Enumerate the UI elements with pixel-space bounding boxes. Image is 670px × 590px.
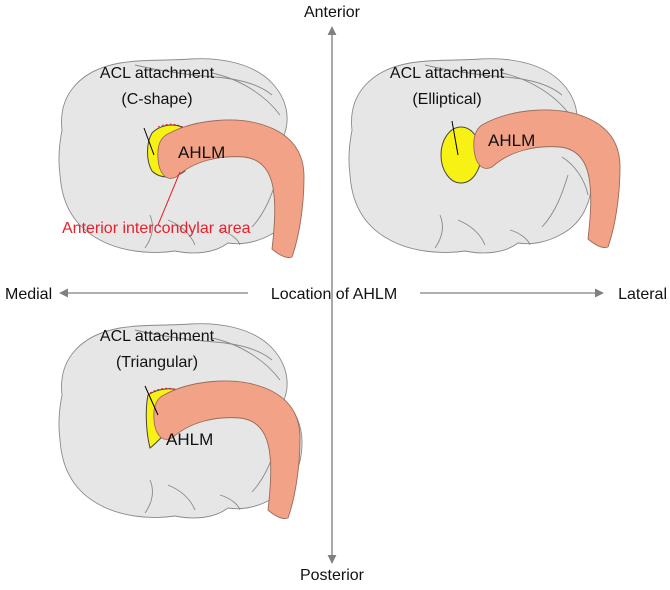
panel-triangular (58, 323, 303, 519)
acl-label-line1-elliptical: ACL attachment (390, 65, 505, 82)
panel-elliptical (348, 58, 621, 254)
acl-label-line2-triangular: (Triangular) (116, 354, 198, 371)
ahlm-label-triangular: AHLM (166, 430, 213, 449)
anterior-intercondylar-label: Anterior intercondylar area (62, 220, 251, 237)
acl-label-line2-elliptical: (Elliptical) (412, 91, 481, 108)
center-label: Location of AHLM (271, 286, 397, 303)
acl-label-line1-triangular: ACL attachment (100, 328, 215, 345)
acl-label-line1-c-shape: ACL attachment (100, 65, 215, 82)
panel-c-shape (58, 58, 305, 258)
acl-label-line2-c-shape: (C-shape) (121, 91, 192, 108)
ahlm-label-elliptical: AHLM (488, 131, 535, 150)
acl-leader-line (144, 385, 159, 416)
acl-leader-line (451, 120, 459, 156)
posterior-label: Posterior (300, 567, 365, 584)
ahlm-label-c-shape: AHLM (178, 143, 225, 162)
anterior-label: Anterior (304, 4, 361, 21)
area-leader-line (157, 171, 181, 226)
medial-label: Medial (5, 286, 52, 303)
lateral-label: Lateral (618, 286, 667, 303)
acl-leader-line (143, 127, 155, 156)
